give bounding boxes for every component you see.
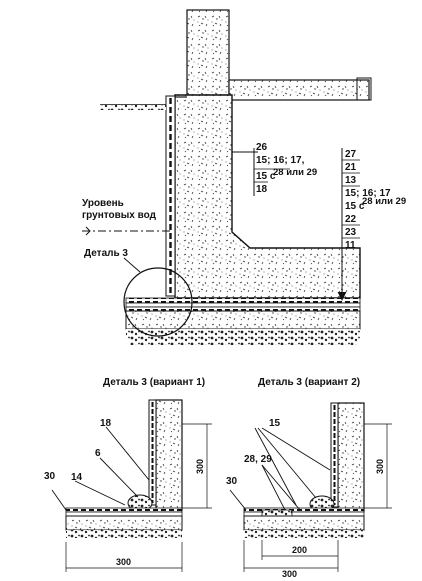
detail1-pos-6: 6: [95, 448, 101, 459]
detail1-dim-height: 300: [195, 459, 205, 474]
detail-callout: Деталь 3: [84, 248, 128, 259]
floor-layer-22: 22: [345, 214, 357, 225]
upper-slab: [228, 79, 370, 101]
floor-layer-3: [125, 306, 361, 312]
groundwater-label-1: Уровень: [82, 198, 124, 209]
detail2-dim-height: 300: [375, 459, 385, 474]
detail-variant-1: Деталь 3 (вариант 1) 18 6 14 30 300 300: [44, 377, 212, 572]
detail1-pos-30: 30: [44, 471, 56, 482]
floor-layer-21: 21: [345, 162, 357, 173]
detail-variant-2: Деталь 3 (вариант 2) 15 28, 29 30 300 20…: [226, 377, 392, 579]
detail1-pos-14: 14: [71, 472, 83, 483]
basement-wall: [174, 94, 361, 299]
floor-concrete-prep: [125, 310, 361, 330]
detail2-title: Деталь 3 (вариант 2): [258, 377, 360, 388]
detail1-title: Деталь 3 (вариант 1): [103, 377, 205, 388]
detail2-pos-30: 30: [226, 476, 238, 487]
detail2-dim-300: 300: [282, 569, 297, 579]
wall-waterproofing: [165, 95, 176, 297]
groundwater-label-2: грунтовых вод: [82, 210, 157, 221]
floor-layer-11: 11: [345, 240, 356, 251]
upper-wall: [186, 9, 230, 96]
wall-layer-15-16-17: 15; 16; 17,: [256, 155, 305, 166]
wall-layer-28-29: 28 или 29: [273, 167, 317, 178]
wall-layer-18: 18: [256, 184, 268, 195]
main-section: Деталь 3 Уровень грунтовых вод 26 15; 16…: [82, 9, 406, 345]
floor-layer-13: 13: [345, 175, 357, 186]
floor-layer-1: [125, 297, 361, 304]
detail1-dim-width: 300: [116, 557, 131, 567]
floor-gravel: [126, 329, 360, 339]
wall-layer-26: 26: [256, 142, 268, 153]
floor-layer-15c: 15 с: [345, 201, 365, 212]
detail2-pos-15: 15: [269, 418, 281, 429]
floor-layer-28-29: 28 или 29: [362, 196, 406, 207]
detail2-pos-28-29: 28, 29: [244, 454, 272, 465]
detail3-circle: [123, 267, 193, 337]
floor-layer-leader: 27 21 13 15; 16; 17 15 с 28 или 29 22 23…: [337, 148, 406, 301]
floor-layer-15-16-17: 15; 16; 17: [345, 188, 391, 199]
floor-layer-23: 23: [345, 227, 357, 238]
wall-layer-15c: 15 с: [256, 171, 276, 182]
wall-layer-leader: 26 15; 16; 17, 15 с 28 или 29 18: [232, 142, 317, 196]
floor-layer-2: [125, 302, 361, 308]
floor-layer-27: 27: [345, 149, 357, 160]
detail2-dim-200: 200: [292, 545, 307, 555]
detail1-pos-18: 18: [100, 418, 112, 429]
